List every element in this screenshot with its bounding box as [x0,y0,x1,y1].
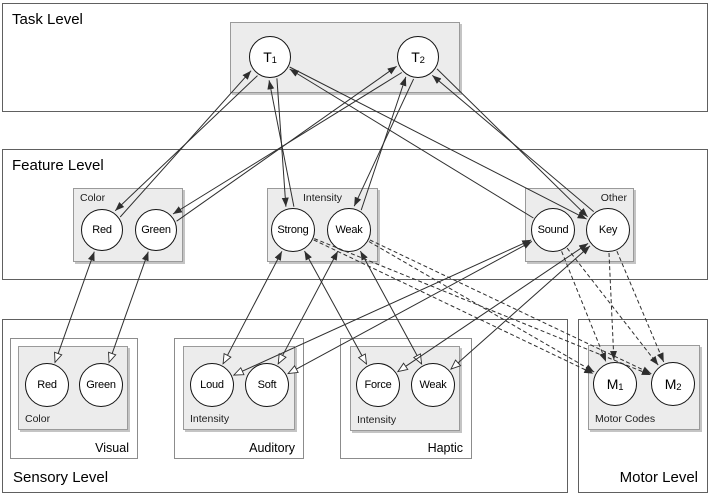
node-m2-label: M [664,376,677,392]
node-t1-subscript: 1 [271,55,277,66]
node-fweak-label: Weak [335,224,363,236]
node-loud-label: Loud [200,379,224,391]
node-fweak: Weak [327,208,371,252]
node-fgreen-label: Green [141,224,171,236]
node-m1-subscript: 1 [618,382,624,393]
node-key: Key [586,208,630,252]
feature-level-label: Feature Level [12,157,104,174]
motor-level-label: Motor Level [619,469,698,486]
node-soft-label: Soft [257,379,277,391]
auditory-label: Auditory [249,441,295,455]
task-level-label: Task Level [12,11,83,28]
feature-intensity-label: Intensity [302,192,343,204]
visual-color-label: Color [25,413,51,425]
node-soft: Soft [245,363,289,407]
node-strong-label: Strong [277,224,309,236]
feature-other-label: Other [600,192,627,204]
node-key-label: Key [598,224,618,236]
haptic-intensity-label: Intensity [357,414,397,426]
node-hweak-label: Weak [419,379,447,391]
node-force: Force [356,363,400,407]
auditory-intensity-label: Intensity [190,413,230,425]
motor-codes-label: Motor Codes [595,413,656,425]
node-t2-label: T [411,49,420,65]
node-m2-subscript: 2 [676,382,682,393]
node-fred-label: Red [92,224,112,236]
visual-label: Visual [95,441,129,455]
node-fred: Red [81,209,123,251]
node-sgreen-label: Green [86,379,116,391]
node-hweak: Weak [411,363,455,407]
sensory-level-label: Sensory Level [13,469,109,486]
node-loud: Loud [190,363,234,407]
feature-color-label: Color [80,192,106,204]
node-sred: Red [25,363,69,407]
node-sound: Sound [531,208,575,252]
node-t2-subscript: 2 [419,55,425,66]
node-t1-label: T [263,49,272,65]
haptic-label: Haptic [427,441,463,455]
node-force-label: Force [364,379,392,391]
node-strong: Strong [271,208,315,252]
node-sgreen: Green [79,363,123,407]
node-fgreen: Green [135,209,177,251]
node-m1-label: M [606,376,619,392]
node-sred-label: Red [37,379,57,391]
node-sound-label: Sound [537,224,569,236]
